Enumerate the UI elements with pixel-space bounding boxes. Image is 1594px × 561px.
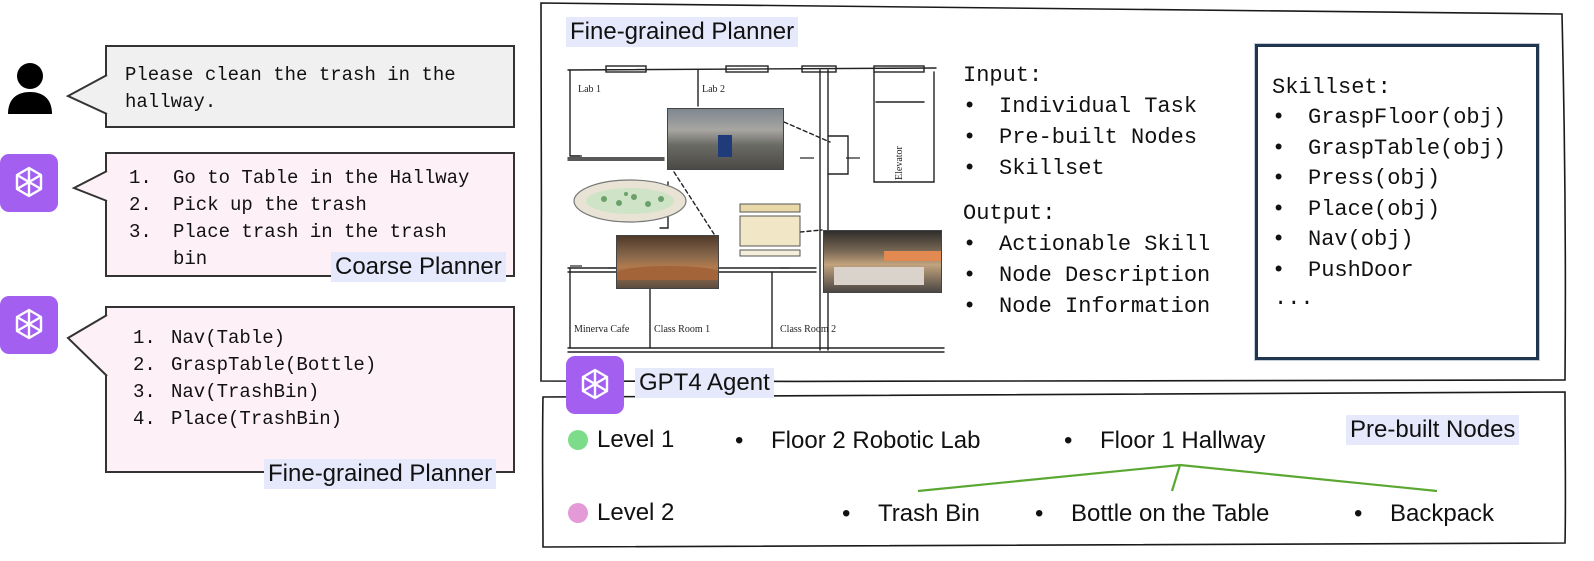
input-item: •Pre-built Nodes xyxy=(963,125,1198,150)
openai-logo-icon xyxy=(581,368,609,400)
map-door xyxy=(725,65,769,73)
gpt-logo-icon xyxy=(0,296,58,354)
user-bubble-tail xyxy=(65,74,108,115)
shelf-image xyxy=(739,203,801,257)
level1-label: Level 1 xyxy=(597,426,675,453)
skill-item: •PushDoor xyxy=(1272,257,1414,283)
node-floor1-hallway: •Floor 1 Hallway xyxy=(1064,427,1266,454)
skill-item: •Press(obj) xyxy=(1272,166,1441,191)
cafe-photo xyxy=(616,235,719,289)
coarse-plan-step: 2.Pick up the trash xyxy=(129,194,367,216)
map-label-lab2: Lab 2 xyxy=(702,84,725,95)
skill-item: •Nav(obj) xyxy=(1272,227,1414,252)
output-list: •Actionable Skill •Node Description •Nod… xyxy=(963,229,1210,322)
skillset-box: Skillset: •GraspFloor(obj) •GraspTable(o… xyxy=(1255,44,1539,360)
user-message-bubble: Please clean the trash in the hallway. xyxy=(105,45,515,128)
hallway-photo xyxy=(667,108,784,170)
level2-dot xyxy=(568,503,588,523)
map-label-classroom2: Class Room 2 xyxy=(780,324,836,335)
coarse-plan-list: 1.Go to Table in the Hallway 2.Pick up t… xyxy=(129,165,513,273)
openai-logo-icon xyxy=(15,308,43,340)
coarse-plan-step: 3.Place trash in the trash bin xyxy=(129,221,447,270)
node-floor2-robotic-lab: •Floor 2 Robotic Lab xyxy=(735,427,981,454)
skills-ellipsis: ... xyxy=(1274,286,1314,311)
coarse-planner-tag: Coarse Planner xyxy=(331,252,506,282)
input-item: •Individual Task xyxy=(963,94,1198,119)
map-label-elevator: Elevator xyxy=(894,145,905,180)
io-section: Input: •Individual Task •Pre-built Nodes… xyxy=(963,61,1210,322)
skill-item: •GraspTable(obj) xyxy=(1272,135,1507,161)
input-heading: Input: xyxy=(963,63,1043,88)
skill-item: •Place(obj) xyxy=(1272,196,1441,222)
openai-logo-icon xyxy=(15,166,43,198)
node-trash-bin: •Trash Bin xyxy=(842,500,980,527)
output-heading: Output: xyxy=(963,201,1056,226)
input-item: •Skillset xyxy=(963,156,1105,181)
map-label-cafe: Minerva Cafe xyxy=(574,324,630,335)
input-list: •Individual Task •Pre-built Nodes •Skill… xyxy=(963,91,1210,184)
output-item: •Node Description xyxy=(963,263,1211,288)
level1-dot xyxy=(568,430,588,450)
skill-item: •GraspFloor(obj) xyxy=(1272,105,1507,130)
node-backpack: •Backpack xyxy=(1354,500,1495,527)
user-message-text: Please clean the trash in the hallway. xyxy=(125,64,456,113)
fine-plan-step: 4.Place(TrashBin) xyxy=(133,408,343,430)
fine-bubble-tail xyxy=(66,314,108,377)
classroom-photo xyxy=(823,230,942,293)
skill-list: •GraspFloor(obj) •GraspTable(obj) •Press… xyxy=(1272,103,1536,286)
map-door xyxy=(605,65,647,73)
map-door xyxy=(873,65,925,73)
output-item: •Actionable Skill xyxy=(963,232,1211,257)
user-icon xyxy=(8,63,52,114)
coarse-plan-step: 1.Go to Table in the Hallway xyxy=(129,167,470,189)
level2-label: Level 2 xyxy=(597,499,675,526)
coarse-bubble-tail xyxy=(71,170,108,202)
gpt-agent-icon xyxy=(566,356,624,414)
node-bottle-on-table: •Bottle on the Table xyxy=(1035,500,1270,527)
gpt-logo-icon xyxy=(0,154,58,212)
prebuilt-nodes-tag: Pre-built Nodes xyxy=(1346,415,1520,445)
fine-planner-tag: Fine-grained Planner xyxy=(264,459,497,489)
fine-planner-panel-title: Fine-grained Planner xyxy=(566,17,799,47)
fine-plan-step: 3.Nav(TrashBin) xyxy=(133,381,320,403)
map-label-classroom1: Class Room 1 xyxy=(654,324,710,335)
map-label-lab1: Lab 1 xyxy=(578,84,601,95)
fine-plan-list: 1.Nav(Table) 2.GraspTable(Bottle) 3.Nav(… xyxy=(133,325,513,433)
fine-plan-step: 2.GraspTable(Bottle) xyxy=(133,354,377,376)
gpt-agent-label: GPT4 Agent xyxy=(635,368,774,398)
skillset-heading: Skillset: xyxy=(1272,75,1391,100)
fine-plan-step: 1.Nav(Table) xyxy=(133,327,286,349)
fine-planner-bubble: 1.Nav(Table) 2.GraspTable(Bottle) 3.Nav(… xyxy=(105,306,515,473)
map-door xyxy=(801,65,837,73)
floor-map: Lab 1 Lab 2 Elevator Minerva Cafe Class … xyxy=(567,65,945,353)
output-item: •Node Information xyxy=(963,294,1211,319)
